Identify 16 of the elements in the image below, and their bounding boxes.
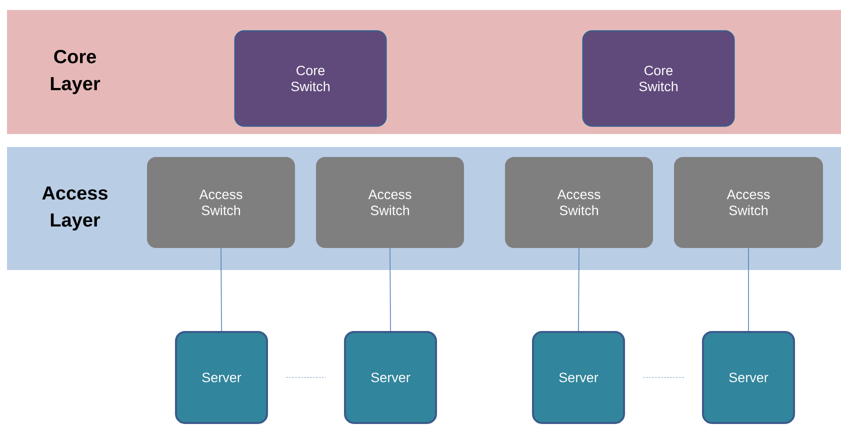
connector-line xyxy=(748,248,749,332)
ellipsis-line xyxy=(286,377,326,378)
connector-line xyxy=(578,248,580,332)
server-box: Server xyxy=(344,331,437,424)
switch-box: Access Switch xyxy=(505,157,653,248)
server-box: Server xyxy=(702,331,795,424)
server-box: Server xyxy=(175,331,268,424)
connector-line xyxy=(390,248,391,332)
switch-box: Access Switch xyxy=(147,157,295,248)
switch-box: Core Switch xyxy=(582,30,735,127)
switch-box: Core Switch xyxy=(234,30,387,127)
connector-line xyxy=(220,248,222,332)
switch-box: Access Switch xyxy=(674,157,823,248)
ellipsis-line xyxy=(642,377,684,378)
server-box: Server xyxy=(532,331,625,424)
switch-box: Access Switch xyxy=(316,157,464,248)
